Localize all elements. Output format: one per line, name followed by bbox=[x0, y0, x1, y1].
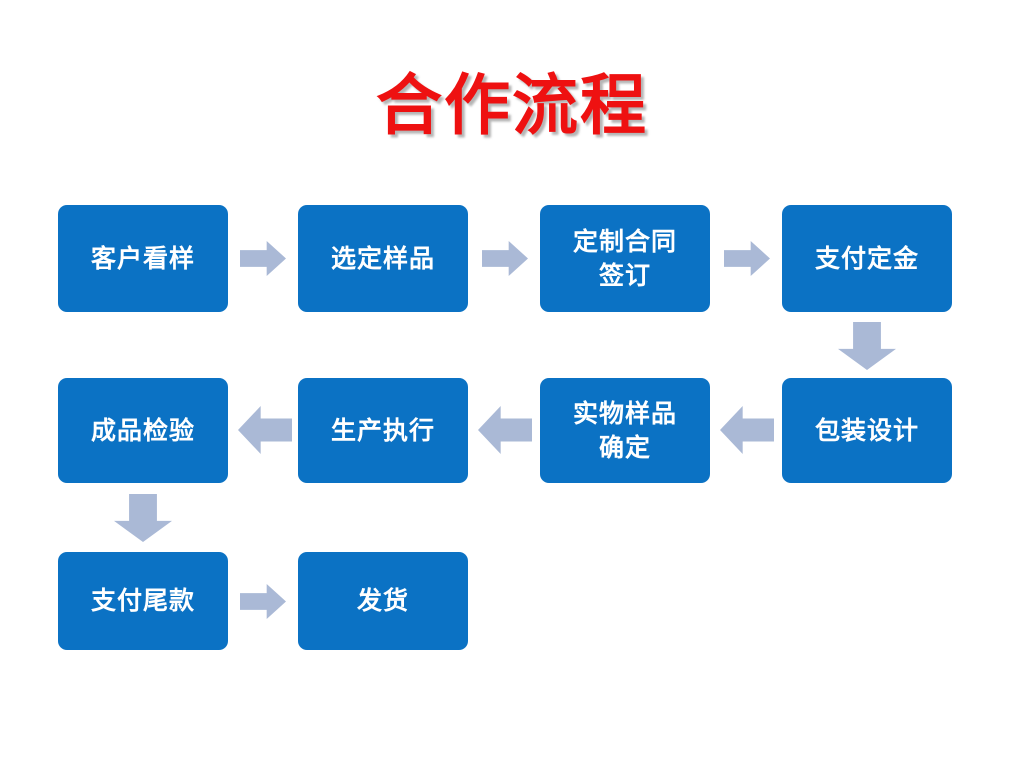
process-node-shiwuyangpin[interactable]: 实物样品 确定 bbox=[540, 378, 710, 483]
arrow-left-icon bbox=[238, 406, 292, 454]
node-label: 支付定金 bbox=[814, 243, 919, 273]
arrow-right-icon bbox=[240, 584, 286, 619]
node-label: 选定样品 bbox=[330, 243, 435, 273]
arrow-right-icon bbox=[482, 241, 528, 276]
process-node-zhifudingjin[interactable]: 支付定金 bbox=[782, 205, 952, 312]
process-node-baozhuangsheji[interactable]: 包装设计 bbox=[782, 378, 952, 483]
process-node-zhifuweikuan[interactable]: 支付尾款 bbox=[58, 552, 228, 650]
node-label: 定制合同 签订 bbox=[572, 226, 677, 290]
arrow-left-icon bbox=[478, 406, 532, 454]
node-label: 成品检验 bbox=[90, 415, 195, 445]
node-label: 发货 bbox=[356, 586, 409, 615]
node-label: 支付尾款 bbox=[90, 586, 195, 615]
process-node-kehukanyang[interactable]: 客户看样 bbox=[58, 205, 228, 312]
process-node-xuandingyangpin[interactable]: 选定样品 bbox=[298, 205, 468, 312]
node-label: 生产执行 bbox=[330, 415, 435, 445]
process-node-chengpinjianyan[interactable]: 成品检验 bbox=[58, 378, 228, 483]
arrow-down-icon bbox=[838, 322, 896, 370]
process-node-shengchanzhixing[interactable]: 生产执行 bbox=[298, 378, 468, 483]
page-title: 合作流程 bbox=[376, 67, 648, 144]
node-label: 包装设计 bbox=[814, 415, 919, 445]
node-label: 客户看样 bbox=[90, 243, 195, 273]
process-node-hetongqianding[interactable]: 定制合同 签订 bbox=[540, 205, 710, 312]
process-node-fahuo[interactable]: 发货 bbox=[298, 552, 468, 650]
arrow-right-icon bbox=[724, 241, 770, 276]
arrow-left-icon bbox=[720, 406, 774, 454]
arrow-right-icon bbox=[240, 241, 286, 276]
arrow-down-icon bbox=[114, 494, 172, 542]
node-label: 实物样品 确定 bbox=[572, 398, 677, 462]
